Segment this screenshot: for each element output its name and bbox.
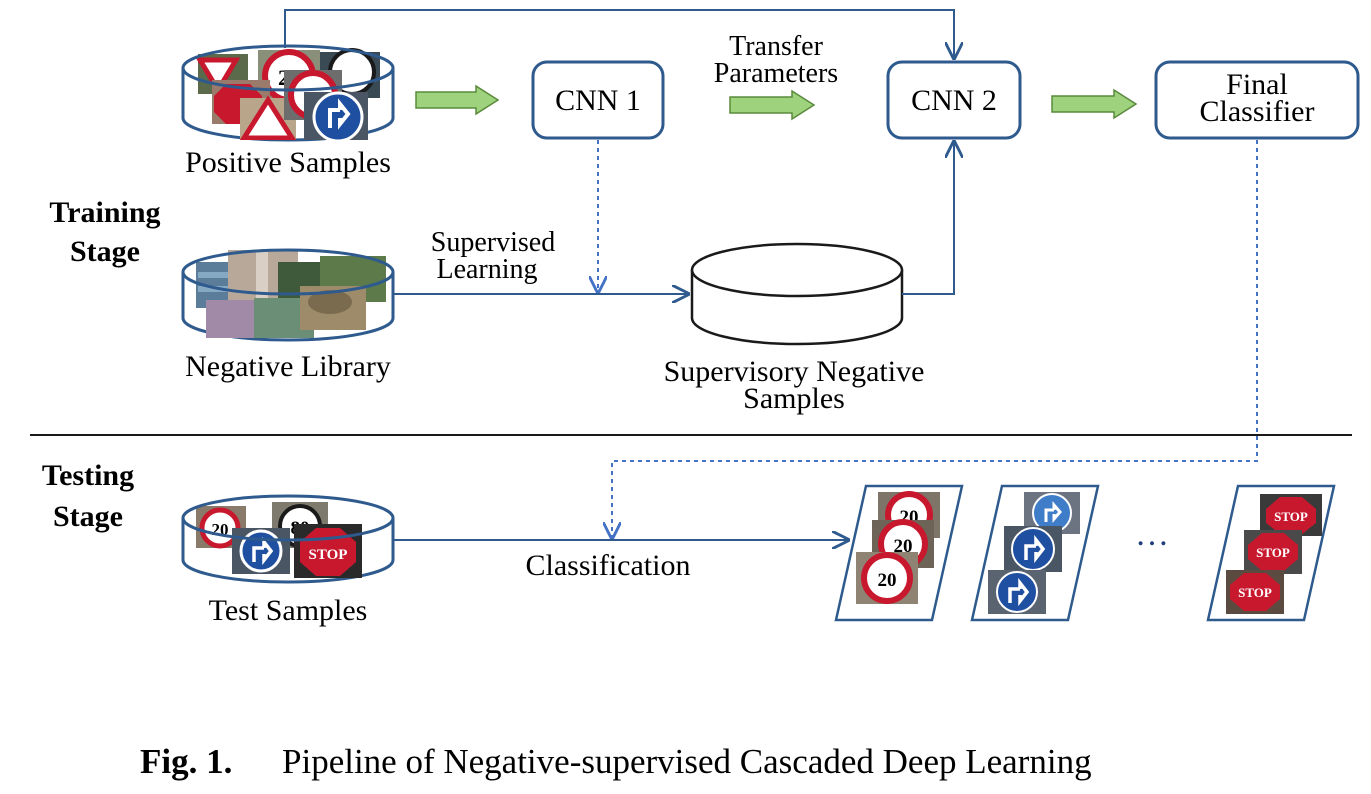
yield-sign-icon <box>195 57 241 95</box>
cnn1-box: CNN 1 <box>531 60 665 140</box>
supervisory-negative-label-line2: Samples <box>743 382 845 415</box>
negative-library-cylinder <box>181 248 395 342</box>
green-arrow-1 <box>415 84 500 116</box>
final-classifier-label-line1: Final <box>1226 68 1288 101</box>
caption-label: Fig. 1. <box>140 742 232 781</box>
figure-caption: Fig. 1. Pipeline of Negative-supervised … <box>140 742 1092 781</box>
cnn2-box: CNN 2 <box>886 60 1022 140</box>
cnn2-label: CNN 2 <box>911 84 997 117</box>
more-results-ellipsis: … <box>1135 516 1169 553</box>
result1-sign-b-text: 20 <box>894 536 913 557</box>
result-group-stop: STOP STOP STOP <box>1206 484 1336 622</box>
result1-sign-c-text: 20 <box>878 570 897 591</box>
green-arrow-2 <box>729 89 816 121</box>
positive-to-cnn2-connector <box>284 9 954 58</box>
negative-images <box>196 250 386 338</box>
positive-sign-images: 20 <box>195 48 380 140</box>
classifier-to-classification-dotted-connector <box>612 140 1258 538</box>
result3-sign-c-text: STOP <box>1238 585 1272 600</box>
supervised-label-line1: Supervised <box>431 227 555 258</box>
cnn1-label: CNN 1 <box>555 84 641 117</box>
supervisory-negative-label-line1: Supervisory Negative <box>664 355 925 388</box>
negative-library-label: Negative Library <box>185 350 391 383</box>
positive-samples-cylinder: 20 <box>181 44 395 142</box>
test-samples-label: Test Samples <box>209 594 368 627</box>
final-classifier-box: Final Classifier <box>1154 60 1360 140</box>
test-samples-cylinder: 20 80 STOP <box>181 494 395 584</box>
supervised-label-line2: Learning <box>436 254 537 285</box>
transfer-label-line2: Parameters <box>714 58 838 89</box>
training-stage-label-line2: Stage <box>70 235 140 268</box>
result3-sign-b-text: STOP <box>1256 545 1290 560</box>
result3-sign-a-text: STOP <box>1274 509 1308 524</box>
transfer-label-line1: Transfer <box>729 31 824 62</box>
warning-sign-icon <box>239 95 297 140</box>
direction-sign-icon <box>312 91 364 140</box>
test-stop-text: STOP <box>309 547 348 563</box>
supervisory-negative-cylinder <box>690 242 904 346</box>
result-group-speed-20: 20 20 20 <box>834 484 964 622</box>
classification-label: Classification <box>526 549 691 582</box>
caption-text: Pipeline of Negative-supervised Cascaded… <box>282 742 1092 781</box>
training-stage-label-line1: Training <box>49 196 160 229</box>
result-group-direction <box>970 484 1100 622</box>
green-arrow-3 <box>1051 88 1138 120</box>
final-classifier-label-line2: Classifier <box>1200 95 1315 128</box>
training-stage-label: Training Stage <box>49 196 160 268</box>
testing-stage-label-line2: Stage <box>53 500 123 533</box>
testing-stage-label: Testing Stage <box>42 459 134 533</box>
supervisory-to-cnn2-connector <box>902 142 954 295</box>
positive-samples-label: Positive Samples <box>185 146 391 179</box>
testing-stage-label-line1: Testing <box>42 459 134 492</box>
